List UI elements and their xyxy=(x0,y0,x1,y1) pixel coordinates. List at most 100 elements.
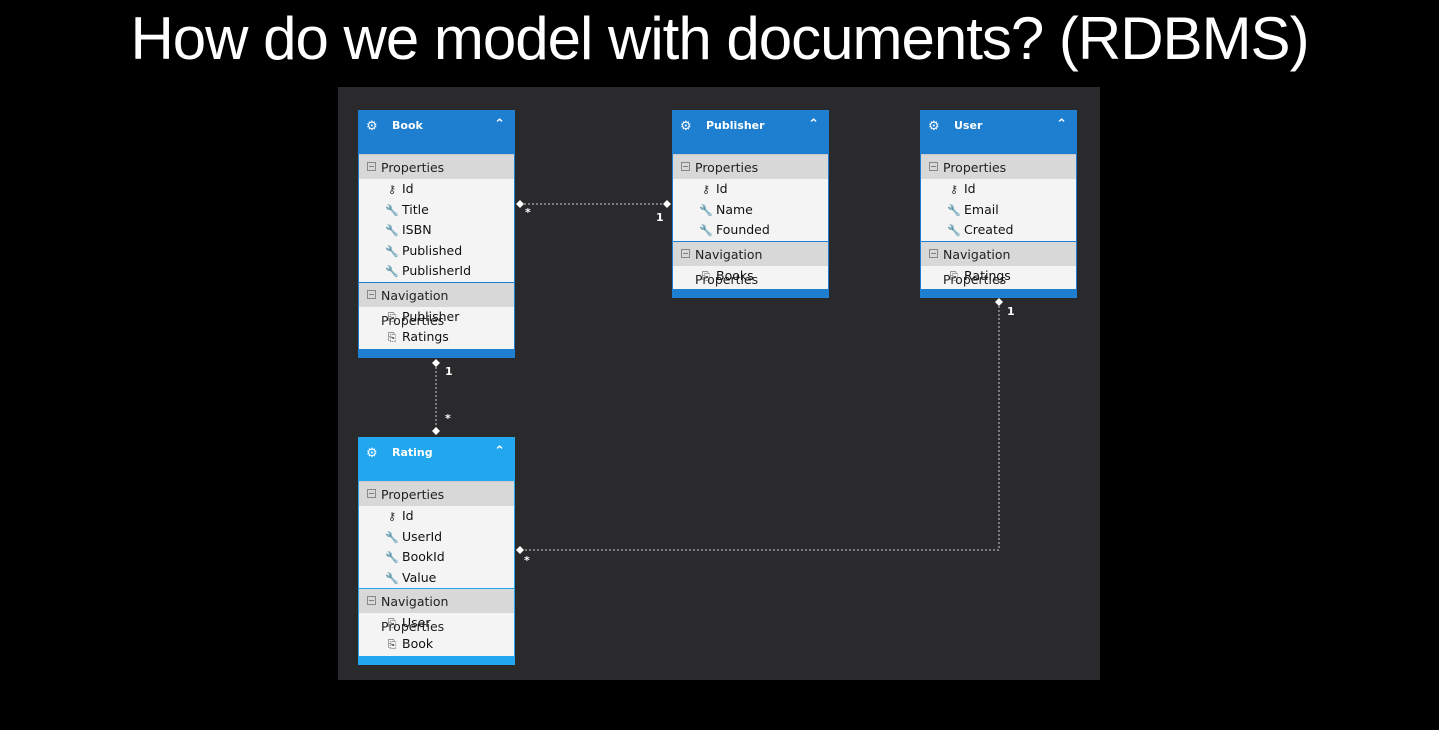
properties-section-header[interactable]: − Properties xyxy=(673,154,828,179)
property-row[interactable]: 🔧ISBN xyxy=(359,220,514,241)
wrench-icon: 🔧 xyxy=(385,551,399,564)
section-label: Navigation Properties xyxy=(695,246,763,287)
wrench-icon: 🔧 xyxy=(385,530,399,544)
wrench-icon: 🔧 xyxy=(385,224,399,237)
connector-end-diamond xyxy=(432,427,440,435)
entity-footer xyxy=(359,656,514,664)
property-row[interactable]: ⚷Id xyxy=(359,506,514,527)
multiplicity-label: 1 xyxy=(445,365,453,378)
property-row[interactable]: 🔧Published xyxy=(359,241,514,262)
slide-title: How do we model with documents? (RDBMS) xyxy=(130,5,1309,72)
entity-name: User xyxy=(954,119,983,132)
entity-icon: ⚙ xyxy=(366,119,378,134)
property-row[interactable]: 🔧Title xyxy=(359,200,514,221)
section-label: Navigation Properties xyxy=(381,594,449,634)
navigation-row[interactable]: ⎘Books xyxy=(673,266,828,287)
navigation-row[interactable]: ⎘Book xyxy=(359,634,514,655)
navigation-row[interactable]: ⎘User xyxy=(359,613,514,634)
collapse-section-icon[interactable]: − xyxy=(367,596,376,605)
entity-footer xyxy=(921,289,1076,297)
entity-header[interactable]: ⚙ Book ⌃ xyxy=(359,111,514,154)
key-icon: ⚷ xyxy=(949,183,959,196)
key-icon: ⚷ xyxy=(701,183,711,196)
connector-end-diamond xyxy=(995,298,1003,306)
entity-user[interactable]: ⚙ User ⌃ − Properties ⚷Id 🔧Email 🔧Create… xyxy=(920,110,1077,298)
navigation-section-header[interactable]: − Navigation Properties xyxy=(673,240,828,287)
wrench-icon: 🔧 xyxy=(385,265,399,278)
connector-end-diamond xyxy=(663,200,671,208)
section-label: Navigation Properties xyxy=(381,287,449,328)
entity-icon: ⚙ xyxy=(680,119,692,134)
multiplicity-label: 1 xyxy=(656,211,664,224)
entity-name: Book xyxy=(392,119,423,132)
navigation-row[interactable]: ⎘Ratings xyxy=(359,327,514,348)
multiplicity-label: * xyxy=(525,206,531,219)
entity-icon: ⚙ xyxy=(928,119,940,134)
properties-section-header[interactable]: − Properties xyxy=(359,481,514,506)
entity-rating[interactable]: ⚙ Rating ⌃ − Properties ⚷Id 🔧UserId 🔧Boo… xyxy=(358,437,515,665)
navigation-section-header[interactable]: − Navigation Properties xyxy=(921,240,1076,287)
connector-user-rating[interactable] xyxy=(520,302,1000,551)
properties-section-header[interactable]: − Properties xyxy=(921,154,1076,179)
property-row[interactable]: ⚷Id xyxy=(673,179,828,200)
navigation-icon: ⎘ xyxy=(949,269,959,283)
chevron-up-icon[interactable]: ⌃ xyxy=(494,117,505,132)
navigation-row[interactable]: ⎘Publisher xyxy=(359,307,514,328)
connector-end-diamond xyxy=(516,546,524,554)
property-row[interactable]: 🔧UserId xyxy=(359,527,514,548)
navigation-section-header[interactable]: − Navigation Properties xyxy=(359,588,514,634)
wrench-icon: 🔧 xyxy=(699,224,713,237)
property-row[interactable]: ⚷Id xyxy=(359,179,514,200)
property-row[interactable]: 🔧Created xyxy=(921,220,1076,241)
key-icon: ⚷ xyxy=(387,183,397,196)
section-label: Properties xyxy=(381,160,445,175)
entity-book[interactable]: ⚙ Book ⌃ − Properties ⚷Id 🔧Title 🔧ISBN 🔧… xyxy=(358,110,515,358)
collapse-section-icon[interactable]: − xyxy=(681,248,690,258)
multiplicity-label: * xyxy=(445,412,451,425)
connector-end-diamond xyxy=(432,359,440,367)
property-row[interactable]: 🔧Value xyxy=(359,568,514,589)
diagram-canvas: * 1 1 * 1 * ⚙ Book ⌃ − Properties ⚷Id 🔧T… xyxy=(338,87,1100,680)
entity-footer xyxy=(673,289,828,297)
collapse-section-icon[interactable]: − xyxy=(367,489,376,498)
property-row[interactable]: 🔧BookId xyxy=(359,547,514,568)
section-label: Properties xyxy=(695,160,759,175)
connector-layer xyxy=(432,200,1003,554)
connector-end-diamond xyxy=(516,200,524,208)
navigation-icon: ⎘ xyxy=(701,269,711,283)
entity-publisher[interactable]: ⚙ Publisher ⌃ − Properties ⚷Id 🔧Name 🔧Fo… xyxy=(672,110,829,298)
wrench-icon: 🔧 xyxy=(385,203,399,217)
chevron-up-icon[interactable]: ⌃ xyxy=(808,117,819,132)
section-label: Properties xyxy=(381,487,445,502)
wrench-icon: 🔧 xyxy=(947,203,961,217)
entity-name: Publisher xyxy=(706,119,765,132)
entity-header[interactable]: ⚙ Rating ⌃ xyxy=(359,438,514,481)
entity-icon: ⚙ xyxy=(366,446,378,461)
property-row[interactable]: 🔧Founded xyxy=(673,220,828,241)
wrench-icon: 🔧 xyxy=(385,244,399,258)
navigation-icon: ⎘ xyxy=(387,331,397,344)
entity-footer xyxy=(359,349,514,357)
collapse-section-icon[interactable]: − xyxy=(367,289,376,299)
section-label: Properties xyxy=(943,160,1007,175)
entity-header[interactable]: ⚙ Publisher ⌃ xyxy=(673,111,828,154)
navigation-icon: ⎘ xyxy=(387,637,397,651)
navigation-section-header[interactable]: − Navigation Properties xyxy=(359,281,514,328)
property-row[interactable]: 🔧Name xyxy=(673,200,828,221)
property-row[interactable]: ⚷Id xyxy=(921,179,1076,200)
entity-name: Rating xyxy=(392,446,433,459)
chevron-up-icon[interactable]: ⌃ xyxy=(494,444,505,459)
collapse-section-icon[interactable]: − xyxy=(367,162,376,171)
property-row[interactable]: 🔧Email xyxy=(921,200,1076,221)
navigation-icon: ⎘ xyxy=(387,617,397,630)
entity-header[interactable]: ⚙ User ⌃ xyxy=(921,111,1076,154)
collapse-section-icon[interactable]: − xyxy=(929,162,938,171)
property-row[interactable]: 🔧PublisherId xyxy=(359,261,514,282)
collapse-section-icon[interactable]: − xyxy=(929,248,938,258)
chevron-up-icon[interactable]: ⌃ xyxy=(1056,117,1067,132)
wrench-icon: 🔧 xyxy=(699,203,713,217)
navigation-row[interactable]: ⎘Ratings xyxy=(921,266,1076,287)
wrench-icon: 🔧 xyxy=(385,571,399,585)
properties-section-header[interactable]: − Properties xyxy=(359,154,514,179)
collapse-section-icon[interactable]: − xyxy=(681,162,690,171)
